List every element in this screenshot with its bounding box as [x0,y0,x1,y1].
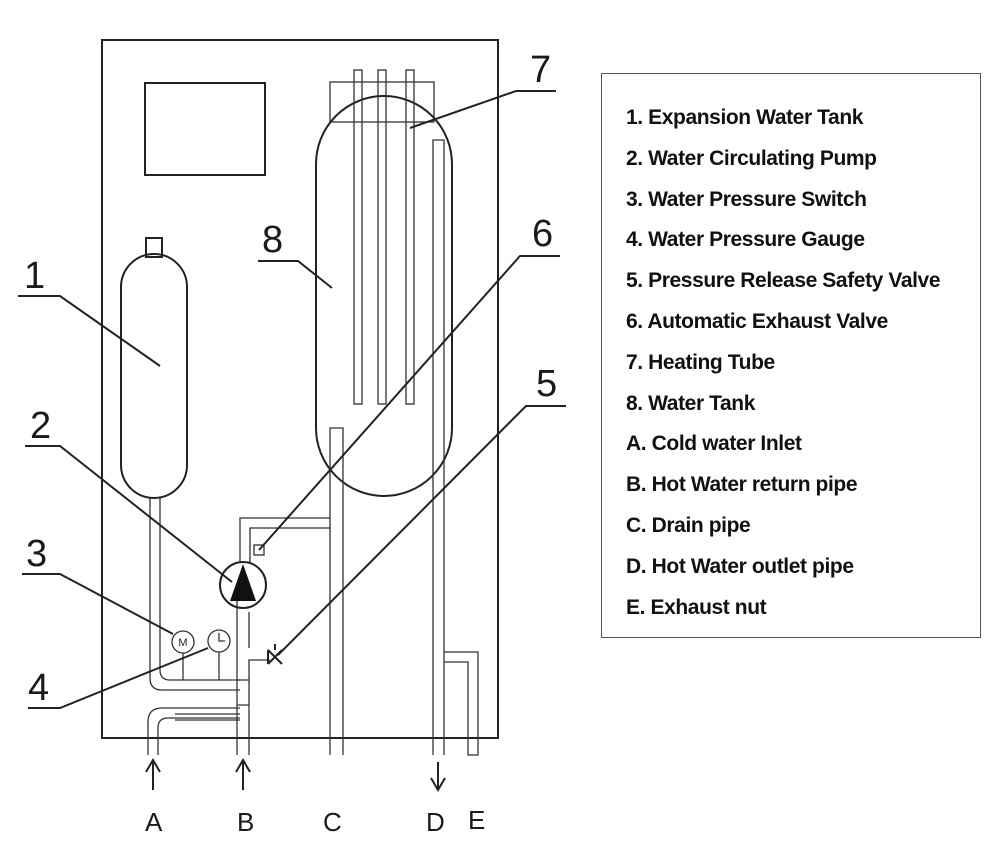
cold-water-inlet-pipe [147,707,240,755]
legend-item: 6. Automatic Exhaust Valve [626,309,888,333]
hot-water-outlet-pipe [432,139,445,755]
callout-5: 5 [536,363,557,405]
water-circulating-pump [219,561,267,609]
legend-item: D. Hot Water outlet pipe [626,554,854,578]
expansion-tank-pipe [149,498,240,691]
automatic-exhaust-valve [253,544,265,556]
expansion-tank-cap [145,237,163,258]
connection-label-a: A [145,807,163,837]
return-pipe [236,590,270,755]
leader-line-2 [25,445,233,583]
legend-item: B. Hot Water return pipe [626,473,858,497]
legend-item: E. Exhaust nut [626,595,767,619]
expansion-water-tank [120,253,188,499]
legend-item: 8. Water Tank [626,391,756,415]
pressure-release-safety-valve [267,644,283,665]
water-tank [315,95,453,497]
legend-item: 3. Water Pressure Switch [626,187,867,211]
inlet-inner-pipe [175,713,240,721]
legend-item: A. Cold water Inlet [626,432,802,456]
drain-pipe [329,427,344,755]
callout-2: 2 [30,405,51,447]
leader-line-6 [258,255,560,551]
control-panel-window [144,82,266,176]
legend-box: 1. Expansion Water Tank 2. Water Circula… [601,73,981,638]
legend-list: 1. Expansion Water Tank 2. Water Circula… [626,98,941,628]
callout-8: 8 [262,219,283,261]
arrow-up-a-icon [145,758,161,790]
water-pressure-gauge [207,629,231,680]
heating-tube [405,69,415,405]
connection-label-c: C [323,807,342,837]
legend-item: 5. Pressure Release Safety Valve [626,269,941,293]
callout-1: 1 [24,255,45,297]
heating-tube-bracket [329,81,435,123]
heating-tube [353,69,363,405]
heating-tubes [353,69,415,405]
exhaust-nut-pipe [444,651,479,756]
legend-item: 1. Expansion Water Tank [626,106,864,129]
leader-line-4 [28,647,209,709]
leader-line-1 [18,295,161,367]
legend-item: 2. Water Circulating Pump [626,146,877,170]
legend-item: 4. Water Pressure Gauge [626,228,865,252]
leader-line-3 [22,573,174,635]
arrow-up-b-icon [235,758,251,790]
arrow-down-d-icon [430,762,446,792]
connection-label-d: D [426,807,445,837]
leader-line-8 [258,260,333,289]
connection-label-e: E [468,805,485,835]
boiler-cabinet [101,39,499,739]
callout-7: 7 [530,49,551,91]
callout-3: 3 [26,533,47,575]
heating-tube [377,69,387,405]
leader-line-5 [277,405,566,656]
leader-line-7 [409,90,556,129]
manifold-block [237,679,249,706]
legend-item: 7. Heating Tube [626,350,775,374]
callout-4: 4 [28,667,49,709]
pump-outlet-pipe [239,517,330,562]
connection-label-b: B [237,807,254,837]
callout-6: 6 [532,213,553,255]
svg-text:M: M [178,637,187,649]
legend-item: C. Drain pipe [626,513,751,537]
